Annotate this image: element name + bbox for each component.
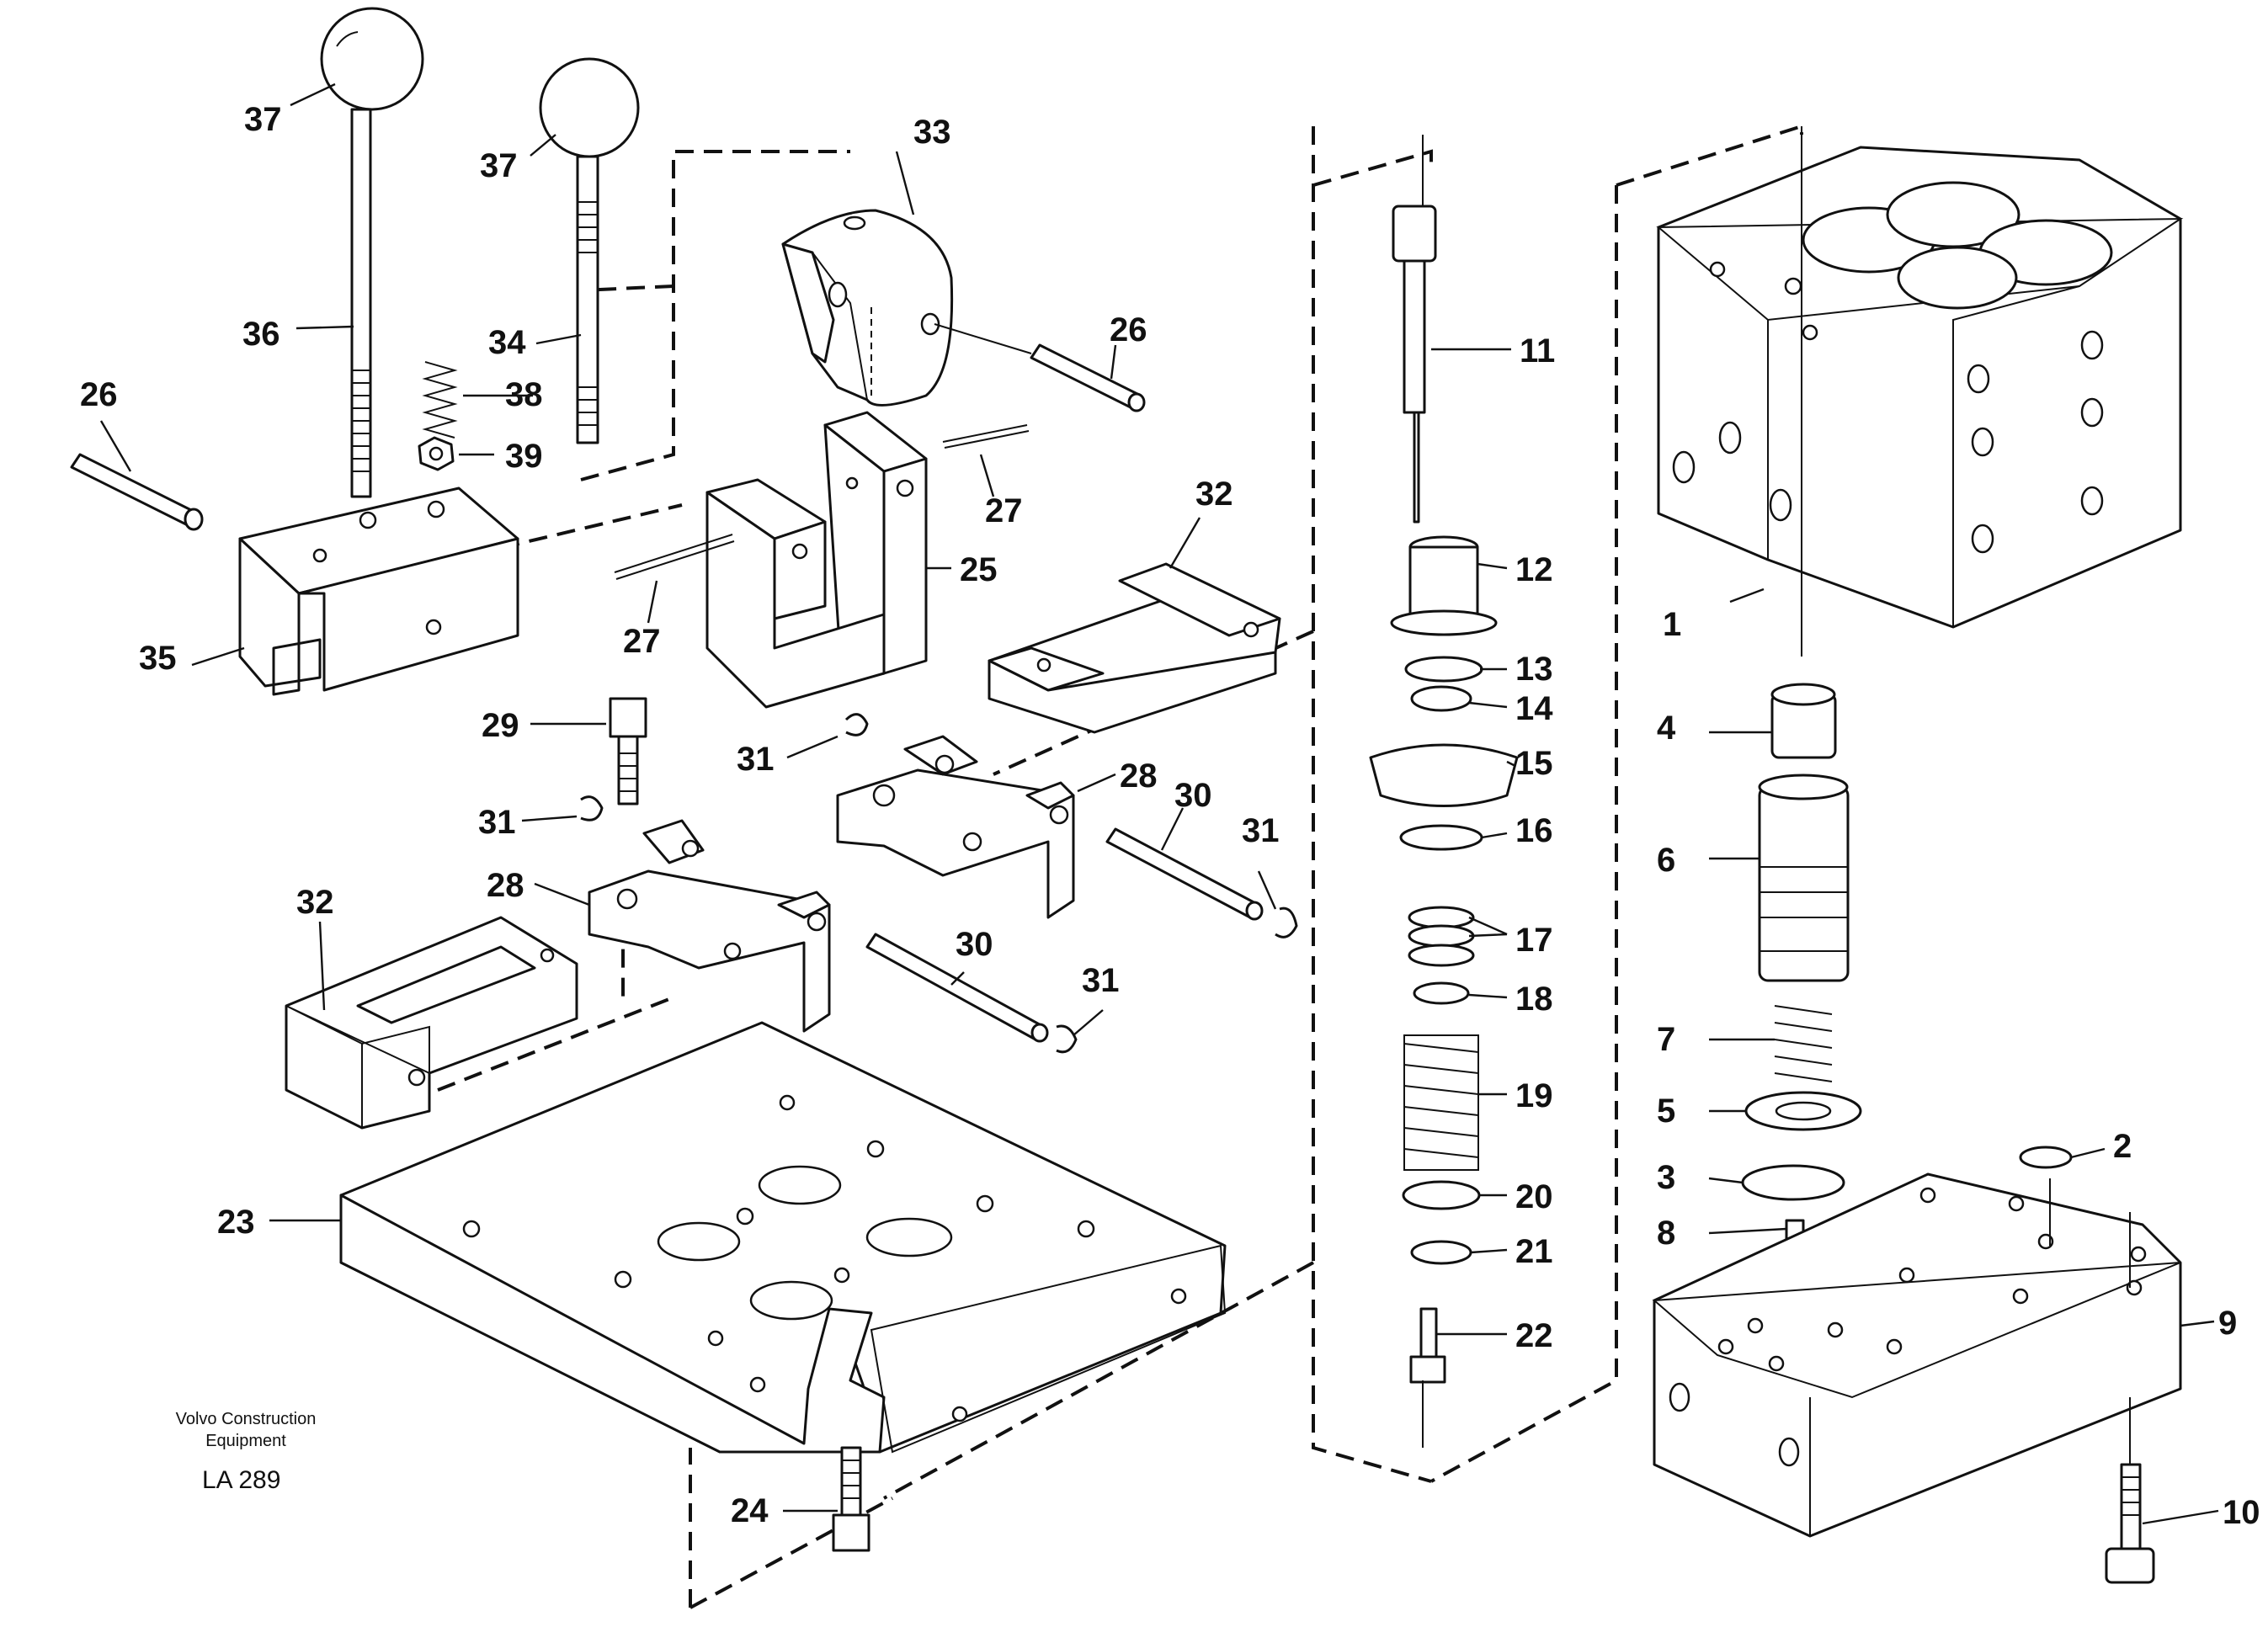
callout-label: 33: [913, 114, 951, 151]
fork-25: [705, 411, 928, 709]
callout-label: 20: [1515, 1178, 1553, 1215]
spool-right: [1741, 683, 1862, 1296]
callout-label: 9: [2218, 1305, 2237, 1342]
callout-label: 3: [1657, 1159, 1675, 1196]
spool-stack: [1369, 135, 1519, 1448]
callout-label: 31: [478, 804, 516, 841]
block-35: [238, 487, 519, 696]
callout-label: 27: [985, 492, 1023, 529]
lever-left-37-36: [320, 7, 424, 498]
callout-label: 26: [1110, 311, 1147, 348]
callout-label: 14: [1515, 690, 1553, 727]
valve-body-1: [1656, 126, 2184, 657]
washer-2: [2019, 1146, 2073, 1169]
callout-label: 6: [1657, 842, 1675, 879]
callout-label: 36: [242, 316, 280, 353]
pin-27-lower: [614, 534, 735, 580]
bracket-28-right: [836, 735, 1075, 919]
callout-label: 7: [1657, 1021, 1675, 1058]
clip-31-d: [1056, 1024, 1078, 1054]
credit-line-2: Equipment: [205, 1432, 286, 1450]
clip-31-c: [1275, 907, 1298, 938]
callout-label: 25: [960, 551, 998, 588]
end-block-9: [1652, 1172, 2182, 1538]
callout-label: 31: [1242, 812, 1280, 849]
pin-26-left: [70, 453, 204, 531]
callout-label: 22: [1515, 1317, 1553, 1354]
callout-label: 4: [1657, 710, 1676, 747]
pin-26-right: [934, 323, 1146, 412]
callout-label: 1: [1663, 606, 1681, 643]
callout-label: 2: [2113, 1128, 2132, 1165]
callout-label: 38: [505, 376, 543, 413]
callout-label: 31: [1082, 962, 1120, 999]
drawing-credit: Volvo Construction Equipment LA 289: [176, 1410, 317, 1494]
nut-39: [418, 436, 455, 471]
callout-label: 30: [1174, 777, 1212, 814]
screw-10: [2105, 1397, 2155, 1584]
cam-33: [781, 209, 954, 407]
callout-label: 8: [1657, 1215, 1675, 1252]
lever-right-37-34: [539, 57, 640, 444]
bracket-32-left: [285, 916, 578, 1130]
callout-label: 28: [1120, 758, 1158, 795]
callout-label: 17: [1515, 922, 1553, 959]
callout-label: 28: [487, 867, 524, 904]
callout-label: 26: [80, 376, 118, 413]
pin-30-right: [1105, 827, 1264, 921]
callout-label: 21: [1515, 1233, 1553, 1270]
callout-label: 23: [217, 1204, 255, 1241]
callout-label: 24: [731, 1492, 769, 1529]
callout-label: 15: [1515, 745, 1553, 782]
callout-label: 37: [244, 101, 282, 138]
callout-label: 37: [480, 147, 518, 184]
pin-27-upper: [942, 424, 1030, 449]
callout-label: 31: [737, 741, 775, 778]
callout-label: 32: [296, 884, 334, 921]
callout-label: 12: [1515, 551, 1553, 588]
bracket-28-left: [588, 819, 831, 1033]
bracket-32-right: [988, 562, 1281, 734]
callout-label: 27: [623, 623, 661, 660]
plate-23: [339, 1021, 1227, 1454]
callout-label: 34: [488, 324, 526, 361]
leader-lines: [99, 82, 2219, 1525]
callout-label: 13: [1515, 651, 1553, 688]
callout-label: 11: [1520, 332, 1555, 370]
callout-label: 19: [1515, 1077, 1553, 1114]
pin-30-left: [865, 933, 1049, 1043]
callout-label: 18: [1515, 981, 1553, 1018]
screw-29: [609, 697, 647, 806]
clip-31-a: [844, 713, 869, 736]
callout-label: 10: [2223, 1494, 2260, 1531]
callout-label: 30: [956, 926, 993, 963]
callout-label: 35: [139, 640, 177, 677]
credit-line-1: Volvo Construction: [176, 1410, 317, 1428]
callout-label: 39: [505, 438, 543, 475]
screw-24: [832, 1446, 870, 1552]
clip-31-b: [580, 795, 604, 821]
callout-label: 5: [1657, 1093, 1675, 1130]
callout-label: 29: [482, 707, 519, 744]
callout-label: 32: [1195, 476, 1233, 513]
callout-label: 16: [1515, 812, 1553, 849]
spring-38: [422, 361, 458, 439]
callout-labels: 37 37 33 36 34 38 39 26 26 27 27 25 35 3…: [80, 101, 2260, 1531]
drawing-code: LA 289: [202, 1466, 280, 1494]
